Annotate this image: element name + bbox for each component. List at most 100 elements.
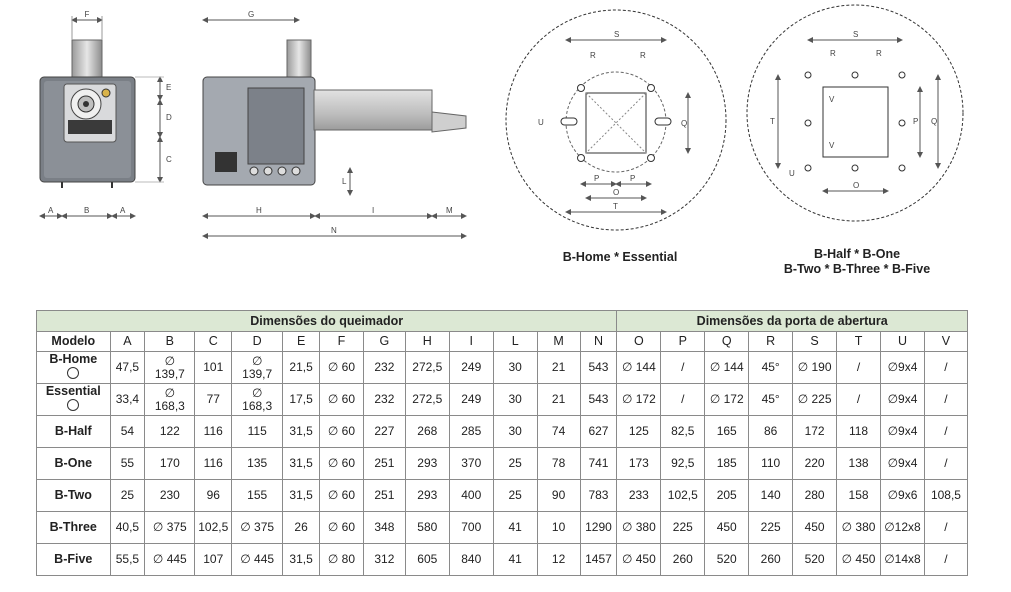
column-header-C: C [194,331,233,352]
column-header-A: A [109,331,146,352]
model-name: Essential [45,384,101,398]
table-cell: 225 [660,511,706,544]
model-name: B-Five [54,552,93,566]
table-cell: 285 [448,415,494,448]
table-cell: 293 [404,479,450,512]
table-cell: ∅ 225 [792,383,838,416]
table-cell: 31,5 [282,415,320,448]
model-cell: B-Home [36,351,111,384]
table-cell: / [923,511,969,544]
dim-label-E: E [166,83,171,92]
table-cell: 293 [404,447,450,480]
table-cell: 92,5 [660,447,706,480]
dim-label-O2: O [853,181,859,190]
dim-label-R-right: R [640,51,646,60]
table-cell: ∅ 60 [319,511,364,544]
table-cell: 31,5 [282,479,320,512]
table-cell: 45° [748,351,794,384]
column-header-R: R [748,331,794,352]
table-cell: ∅9x6 [880,479,925,512]
table-cell: 82,5 [660,415,706,448]
dim-label-D: D [166,113,172,122]
dim-label-Q: Q [681,119,687,128]
table-cell: 233 [616,479,662,512]
caption-door-square: B-Half * B-One B-Two * B-Three * B-Five [762,247,952,277]
cell-line: ∅ [164,353,176,368]
column-header-N: N [579,331,618,352]
table-cell: ∅ 60 [319,447,364,480]
model-cell: B-Five [36,543,111,576]
table-cell: ∅ 445 [144,543,196,576]
column-header-B: B [144,331,196,352]
table-cell: 260 [748,543,794,576]
table-cell: 122 [144,415,196,448]
table-cell: ∅ 450 [616,543,662,576]
door-diagram-round: S R R U Q P P O T [505,9,727,231]
table-cell: 115 [231,415,284,448]
cell-line: ∅ [251,353,263,368]
table-cell: ∅168,3 [231,383,284,416]
caption-door-square-line2: B-Two * B-Three * B-Five [783,262,931,276]
column-header-U: U [880,331,925,352]
caption-door-round: B-Home * Essential [540,250,700,265]
table-cell: / [836,351,881,384]
table-cell: ∅ 144 [616,351,662,384]
cell-line: 168,3 [242,398,273,413]
table-cell: 25 [109,479,146,512]
table-cell: 138 [836,447,881,480]
table-cell: 45° [748,383,794,416]
table-cell: 90 [536,479,581,512]
table-cell: 249 [448,383,494,416]
table-cell: 55,5 [109,543,146,576]
dim-label-I: I [372,206,374,215]
model-name: B-Two [54,488,92,502]
dim-label-S: S [614,30,619,39]
dim-label-F: F [85,10,90,19]
table-cell: 25 [492,479,538,512]
table-cell: 783 [579,479,618,512]
table-cell: 165 [704,415,750,448]
table-cell: 26 [282,511,320,544]
dim-label-M: M [446,206,453,215]
table-cell: 21 [536,383,581,416]
table-cell: ∅ 172 [704,383,750,416]
table-cell: / [923,383,969,416]
table-cell: 107 [194,543,233,576]
table-cell: ∅ 60 [319,351,364,384]
table-cell: ∅9x4 [880,383,925,416]
table-cell: / [836,383,881,416]
group-header-burner: Dimensões do queimador [35,310,618,332]
table-cell: 17,5 [282,383,320,416]
table-cell: 21,5 [282,351,320,384]
column-header-E: E [282,331,320,352]
circle-icon [67,399,80,411]
table-cell: 205 [704,479,750,512]
table-cell: ∅ 450 [836,543,881,576]
table-cell: 155 [231,479,284,512]
table-cell: 33,4 [109,383,146,416]
table-cell: 520 [792,543,838,576]
table-cell: 840 [448,543,494,576]
column-header-T: T [836,331,881,352]
cell-line: 139,7 [242,366,273,381]
table-cell: ∅139,7 [144,351,196,384]
dim-label-B: B [84,206,89,215]
dim-label-R2-right: R [876,49,882,58]
dim-label-T2: T [770,117,775,126]
dim-label-Q2: Q [931,117,937,126]
table-cell: 272,5 [404,383,450,416]
caption-door-square-line1: B-Half * B-One [813,247,901,261]
table-cell: 108,5 [923,479,969,512]
cell-line: ∅ [251,385,263,400]
table-cell: / [923,447,969,480]
table-cell: 543 [579,383,618,416]
table-cell: 77 [194,383,233,416]
table-cell: 249 [448,351,494,384]
model-name: B-Half [54,424,92,438]
table-cell: 47,5 [109,351,146,384]
column-header-Q: Q [704,331,750,352]
